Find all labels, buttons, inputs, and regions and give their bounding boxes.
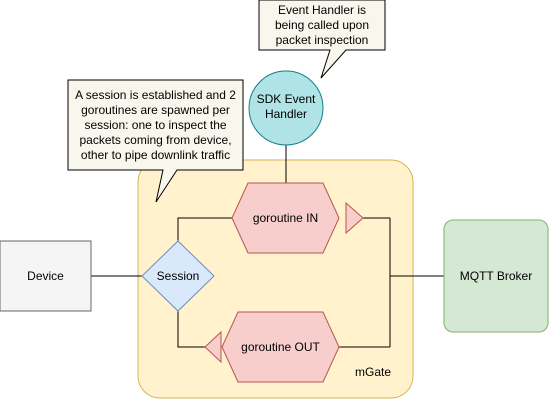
event-handler-callout — [258, 0, 386, 79]
sdk-event-handler-circle[interactable] — [248, 70, 324, 146]
session-note-callout — [67, 79, 244, 203]
goroutine-out-arrow — [204, 330, 222, 364]
connectors — [91, 145, 444, 348]
mgate-container — [137, 159, 414, 399]
mqtt-broker-box[interactable] — [443, 219, 549, 333]
session-to-goroutine-in — [177, 217, 232, 241]
goroutine-out-hexagon[interactable] — [221, 311, 340, 383]
goroutine-in-arrow — [345, 201, 364, 235]
session-to-goroutine-out — [177, 311, 205, 348]
goroutine-in-hexagon[interactable] — [231, 182, 340, 254]
device-box[interactable] — [0, 240, 92, 312]
session-diamond[interactable] — [141, 240, 215, 312]
